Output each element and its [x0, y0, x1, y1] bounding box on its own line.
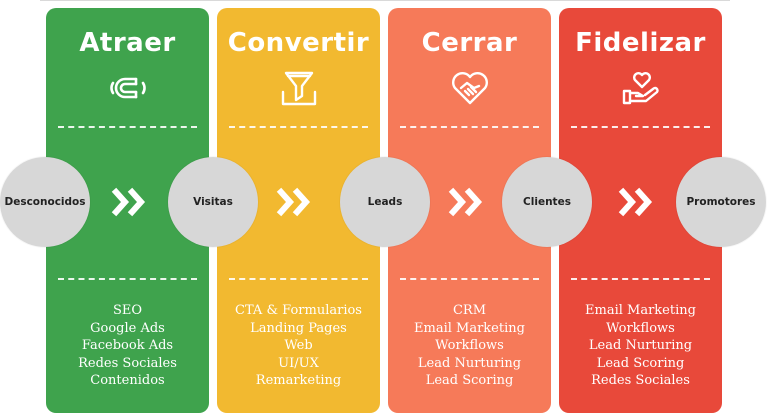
divider-bottom [229, 278, 368, 280]
tool-list-close: CRM Email Marketing Workflows Lead Nurtu… [388, 302, 551, 390]
tool-item: Lead Nurturing [417, 355, 522, 371]
tool-list-delight: Email Marketing Workflows Lead Nurturing… [559, 302, 722, 390]
divider-top [571, 126, 710, 128]
divider-bottom [571, 278, 710, 280]
stage-title-attract: Atraer [79, 28, 176, 58]
tool-item: UI/UX [278, 355, 319, 371]
divider-top [400, 126, 539, 128]
tool-list-attract: SEO Google Ads Facebook Ads Redes Social… [46, 302, 209, 390]
double-chevron-right-icon [276, 187, 311, 217]
tool-item: Email Marketing [585, 303, 696, 318]
double-chevron-right-icon [448, 187, 483, 217]
audience-circle-strangers: Desconocidos [0, 157, 90, 247]
magnet-icon [109, 77, 146, 99]
top-border-line [40, 0, 730, 7]
tool-item: Lead Scoring [596, 355, 685, 371]
stage-title-convert: Convertir [227, 28, 370, 58]
heart-hand-icon [622, 72, 659, 105]
divider-top [229, 126, 368, 128]
tool-item: Redes Sociales [591, 373, 690, 389]
tool-item: Landing Pages [250, 320, 347, 336]
tool-item: CRM [452, 303, 487, 318]
stage-title-delight: Fidelizar [575, 28, 706, 58]
stage-title-close: Cerrar [421, 28, 518, 58]
tool-item: Web [284, 338, 313, 354]
double-chevron-right-icon [618, 187, 653, 217]
divider-bottom [400, 278, 539, 280]
tool-item: Lead Scoring [425, 373, 514, 389]
tool-item: CTA & Formularios [235, 303, 362, 318]
tool-item: SEO [112, 303, 143, 318]
tool-item: Remarketing [255, 373, 342, 389]
tool-item: Google Ads [90, 320, 165, 336]
divider-bottom [58, 278, 197, 280]
audience-circle-visitors: Visitas [168, 157, 258, 247]
double-chevron-right-icon [111, 187, 146, 217]
audience-circle-leads: Leads [340, 157, 430, 247]
tool-item: Email Marketing [414, 320, 525, 336]
tool-item: Workflows [435, 338, 504, 354]
tool-item: Workflows [606, 320, 675, 336]
tool-list-convert: CTA & Formularios Landing Pages Web UI/U… [217, 302, 380, 390]
audience-circle-promoters: Promotores [676, 157, 766, 247]
tool-item: Facebook Ads [81, 338, 174, 354]
tool-item: Redes Sociales [78, 355, 177, 371]
funnel-icon [281, 71, 316, 106]
handshake-heart-icon [451, 72, 488, 105]
tool-item: Lead Nurturing [588, 338, 693, 354]
audience-circle-customers: Clientes [502, 157, 592, 247]
divider-top [58, 126, 197, 128]
tool-item: Contenidos [90, 373, 165, 389]
